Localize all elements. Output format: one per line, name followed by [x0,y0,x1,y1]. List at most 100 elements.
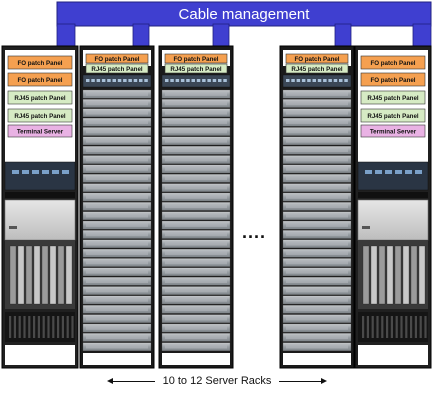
line-card [418,245,426,305]
switch-port [128,79,132,82]
server-bezel [165,138,227,143]
switch-port [202,79,206,82]
server-bezel [86,194,148,199]
server-bezel [165,297,227,302]
line-card [9,245,17,305]
network-switch [4,161,76,191]
switch-port [101,79,106,82]
line-card [41,245,49,305]
switch-port [42,170,49,174]
switch-port [333,79,338,82]
line-card [410,245,418,305]
line-card [25,245,33,305]
fan-grille [376,316,379,338]
server-bezel [86,288,148,293]
switch-port [375,170,382,174]
server-bezel [165,92,227,96]
chassis-logo [9,226,17,229]
server-bezel [286,223,348,227]
fan-grille [400,316,403,338]
line-card [65,245,73,305]
server-bezel [165,157,227,162]
server-bezel [286,279,348,283]
cable-drop [56,23,76,47]
server-bezel [286,120,348,124]
line-card [17,245,25,305]
line-card [402,245,410,305]
server-bezel [86,176,148,181]
line-card [33,245,41,305]
switch-port [175,79,180,82]
fan-grille [66,316,69,338]
switch-port [123,79,127,82]
fo-patch-panel-label: FO patch Panel [294,56,339,63]
cable-management-tray: Cable management [56,1,432,47]
server-bezel [86,251,148,255]
server-bezel [86,223,148,227]
fo-patch-panel-label: FO patch Panel [370,60,415,67]
server-bezel [86,335,148,340]
switch-port [395,170,402,174]
switch-port [62,170,69,174]
rj45-patch-panel-label: RJ45 patch Panel [367,95,419,102]
rack-blank [358,192,428,198]
server-bezel [165,204,227,209]
switch-port [117,79,122,82]
switch-port [144,79,148,82]
fan-grille [52,316,55,338]
server-bezel [165,213,227,218]
switch-port [291,79,295,82]
server-bezel [165,260,227,265]
server-bezel [286,316,348,321]
server-bezel [286,92,348,96]
server-bezel [165,166,227,171]
server-bezel [86,120,148,124]
server-bezel [86,297,148,302]
switch-port [165,79,169,82]
fan-grille [410,316,413,338]
server-bezel [165,148,227,152]
rj45-patch-panel-label: RJ45 patch Panel [14,95,66,102]
server-bezel [165,251,227,255]
fan-grille [47,316,50,338]
router-chassis [4,199,76,241]
fan-grille [366,316,369,338]
fan-grille [424,316,427,338]
switch-port [91,79,95,82]
server-bezel [286,232,348,237]
server-bezel [286,213,348,218]
fan-grille [71,316,74,338]
rj45-patch-panel [85,63,149,74]
server-bezel [286,307,348,312]
server-bezel [86,92,148,96]
cable-drop [132,23,150,47]
line-card [49,245,57,305]
server-bezel [86,325,148,330]
server-bezel [286,344,348,349]
switch-port [415,170,422,174]
rj45-patch-panel [7,90,73,105]
switch-port [317,79,322,82]
server-bezel [86,110,148,115]
switch-port [112,79,116,82]
fan-grille [13,316,16,338]
terminal-server [7,124,73,138]
switch-port [307,79,311,82]
server-bezel [165,269,227,274]
rack-empty-space [358,345,428,365]
line-card [386,245,394,305]
server-bezel [286,129,348,134]
cable-management-label: Cable management [179,6,311,23]
fan-grille [57,316,60,338]
switch-port [312,79,316,82]
switch-port [223,79,227,82]
server-bezel [165,279,227,283]
server-bezel [86,157,148,162]
fan-grille [9,316,12,338]
fo-patch-panel-label: FO patch Panel [173,56,218,63]
chassis-logo [362,226,370,229]
switch-port [170,79,174,82]
top-of-rack-switch [82,74,152,88]
